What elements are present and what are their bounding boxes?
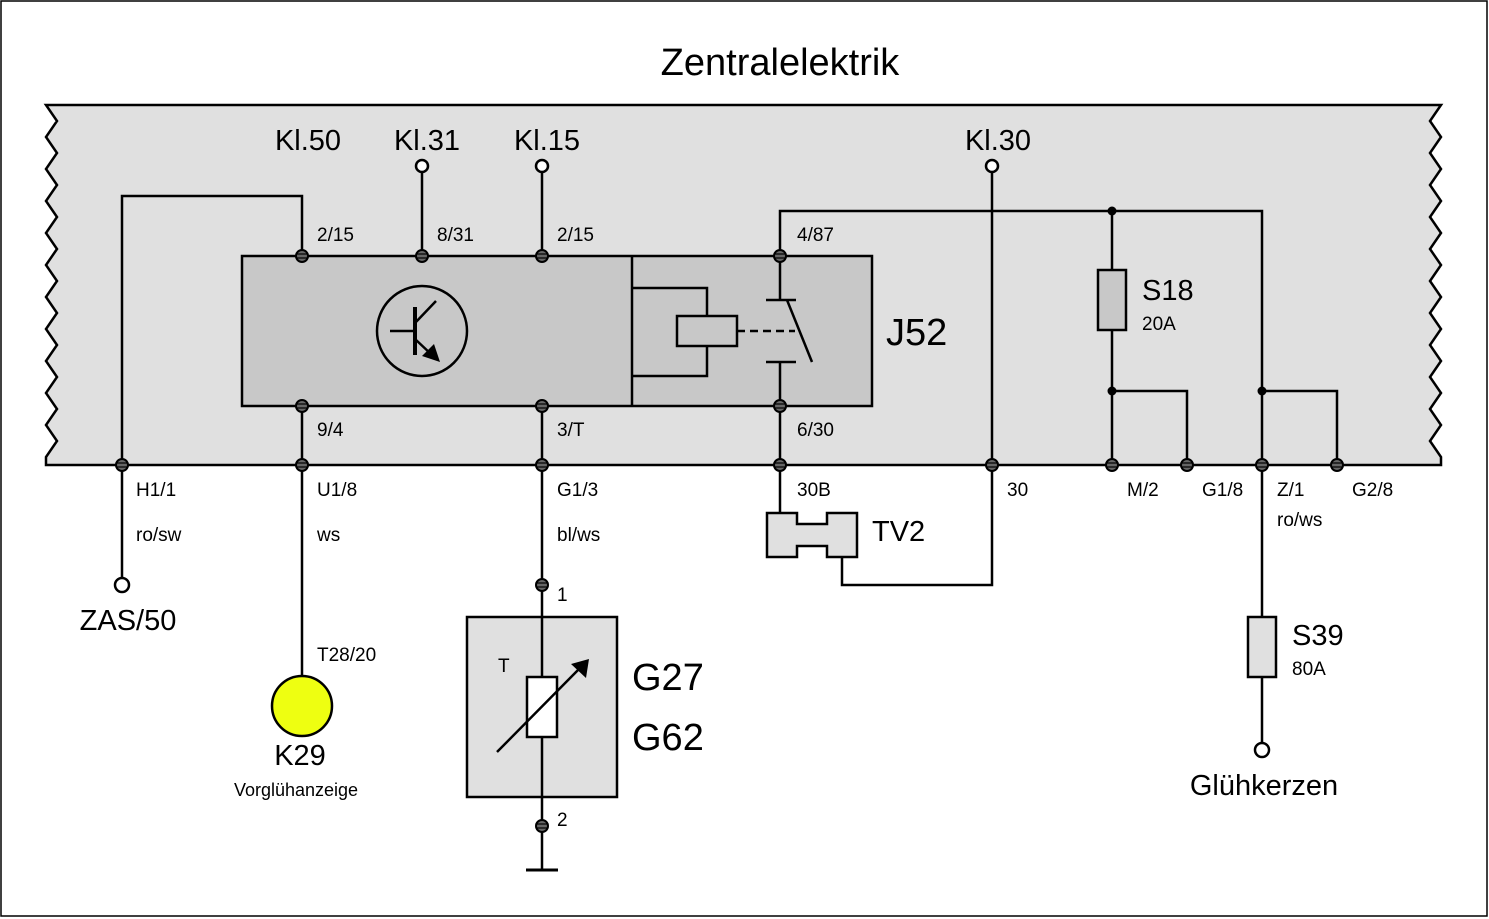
connector-pins xyxy=(115,249,1344,833)
wire-color-label: ws xyxy=(316,525,340,546)
relay-switch-icon xyxy=(766,256,814,406)
connector-pin-icon xyxy=(535,399,549,413)
external-wiring xyxy=(120,465,1264,872)
connector-label: Z/1 xyxy=(1277,480,1304,501)
connector-label: G2/8 xyxy=(1352,480,1393,501)
connector-pin-icon xyxy=(295,458,309,472)
pin-label: 9/4 xyxy=(317,420,344,441)
connector-pin-icon xyxy=(535,819,549,833)
connector-pin-icon xyxy=(1180,458,1194,472)
fuse-s18-rating: 20A xyxy=(1142,314,1176,335)
connector-label: 30B xyxy=(797,480,831,501)
pin-label: 8/31 xyxy=(437,225,474,246)
fuse-s39-rating: 80A xyxy=(1292,659,1326,680)
diagram-title: Zentralelektrik xyxy=(661,42,901,84)
connector-label: U1/8 xyxy=(317,480,357,501)
variable-arrow-icon xyxy=(496,659,589,753)
connector-label: G1/8 xyxy=(1202,480,1243,501)
relay-coil-icon xyxy=(632,286,795,378)
pin-label: 6/30 xyxy=(797,420,834,441)
k29-description: Vorglühanzeige xyxy=(234,780,358,800)
terminal-label-kl50: Kl.50 xyxy=(275,125,341,157)
fuse-s39-label: S39 xyxy=(1292,620,1344,652)
wire-color-label: ro/sw xyxy=(136,525,182,546)
connector-pin-icon xyxy=(1105,458,1119,472)
connector-pin-icon xyxy=(1330,458,1344,472)
glow-indicator-lamp-icon xyxy=(270,674,334,738)
pin-label: 4/87 xyxy=(797,225,834,246)
wire-color-label: bl/ws xyxy=(557,525,600,546)
terminal-circle-icon xyxy=(414,158,430,174)
terminal-circle-icon xyxy=(984,158,1000,174)
connector-pin-icon xyxy=(773,399,787,413)
relay-j52-label: J52 xyxy=(886,312,947,354)
tv2-connector-icon xyxy=(765,511,859,559)
wire-color-label: ro/ws xyxy=(1277,510,1322,531)
pin-label: 2/15 xyxy=(317,225,354,246)
k29-label: K29 xyxy=(274,740,326,772)
sensor-g27-label: G27 xyxy=(632,657,704,699)
lamp-pin-label: T28/20 xyxy=(317,645,376,666)
gluehkerzen-label: Glühkerzen xyxy=(1190,770,1338,802)
connector-pin-icon xyxy=(115,458,129,472)
junction-dot xyxy=(1257,386,1267,396)
connector-label: 30 xyxy=(1007,480,1028,501)
sensor-pin-label: 2 xyxy=(557,810,568,831)
connector-pin-icon xyxy=(1255,458,1269,472)
junction-dot xyxy=(1107,206,1117,216)
terminal-circle-icon xyxy=(534,158,550,174)
terminal-label-kl30: Kl.30 xyxy=(965,125,1031,157)
panel-wiring xyxy=(120,166,1339,465)
transistor-icon xyxy=(375,284,469,378)
connector-pin-icon xyxy=(415,249,429,263)
pin-label: 3/T xyxy=(557,420,585,441)
fuse-s39-icon xyxy=(1246,615,1278,679)
terminal-label-kl31: Kl.31 xyxy=(394,125,460,157)
connector-pin-icon xyxy=(773,249,787,263)
connector-label: G1/3 xyxy=(557,480,598,501)
terminal-label-kl15: Kl.15 xyxy=(514,125,580,157)
connector-pin-icon xyxy=(535,578,549,592)
pin-label: 2/15 xyxy=(557,225,594,246)
junction-dot xyxy=(1107,386,1117,396)
connector-pin-icon xyxy=(535,249,549,263)
sensor-pin-label: 1 xyxy=(557,585,568,606)
connector-pin-icon xyxy=(985,458,999,472)
connector-pin-icon xyxy=(295,249,309,263)
zas-label: ZAS/50 xyxy=(80,605,177,637)
connector-pin-icon xyxy=(773,458,787,472)
connector-label: H1/1 xyxy=(136,480,176,501)
terminal-circle-icon xyxy=(113,576,131,594)
connector-pin-icon xyxy=(295,399,309,413)
sensor-t-label: T xyxy=(498,656,510,677)
fuse-s18-label: S18 xyxy=(1142,275,1194,307)
connector-pin-icon xyxy=(535,458,549,472)
sensor-g62-label: G62 xyxy=(632,717,704,759)
terminal-circle-icon xyxy=(1253,741,1271,759)
fuse-s18-icon xyxy=(1096,268,1128,332)
tv2-label: TV2 xyxy=(872,516,925,548)
connector-label: M/2 xyxy=(1127,480,1159,501)
